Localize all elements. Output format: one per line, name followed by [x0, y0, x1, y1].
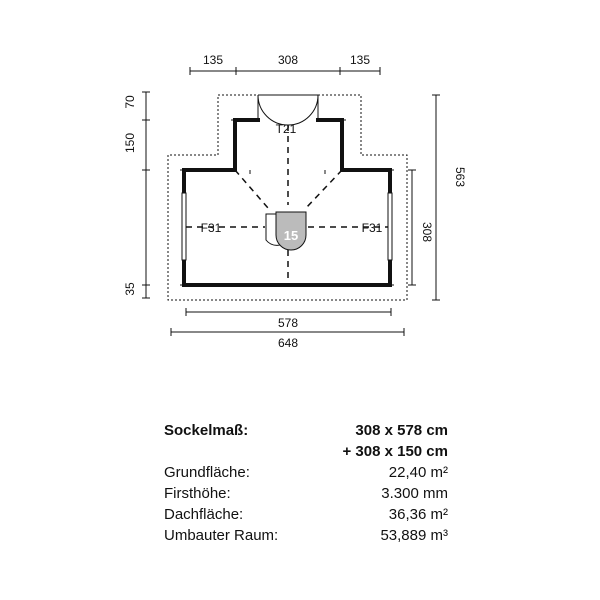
dim-bottom-outer: 648 — [278, 336, 298, 350]
spec-label: Grundfläche: — [164, 464, 250, 481]
stove-symbol: 15 — [265, 211, 307, 251]
spec-value: 53,889 m³ — [380, 527, 448, 544]
spec-value: + 308 x 150 cm — [342, 443, 448, 460]
roof-outline — [167, 94, 408, 301]
spec-label: Firsthöhe: — [164, 485, 231, 502]
dim-top — [189, 67, 381, 75]
dim-left — [142, 91, 150, 299]
walls — [182, 118, 392, 287]
window-left-label: F31 — [201, 221, 222, 235]
dim-right-inner-line — [408, 169, 416, 286]
dim-bottom-inner: 578 — [278, 316, 298, 330]
door-t21 — [257, 94, 319, 126]
spec-row-dachflaeche: Dachfläche: 36,36 m² — [164, 504, 448, 525]
roof-lines — [186, 125, 388, 285]
dim-left-top: 70 — [123, 95, 137, 109]
wall-ticks — [180, 119, 394, 286]
dim-bottom-outer-line — [170, 328, 405, 336]
dim-bottom-inner-line — [185, 308, 392, 316]
spec-label: Dachfläche: — [164, 506, 244, 523]
spec-value: 3.300 mm — [381, 485, 448, 502]
window-left — [181, 192, 187, 261]
window-right — [387, 192, 393, 261]
floor-plan: 15 T21 F31 F31 135 308 135 70 150 35 563… — [123, 53, 467, 350]
dim-top-middle: 308 — [278, 53, 298, 67]
spec-row-sockelmass: Sockelmaß: 308 x 578 cm — [164, 420, 448, 441]
stove-number: 15 — [284, 228, 298, 243]
spec-row-grundflaeche: Grundfläche: 22,40 m² — [164, 462, 448, 483]
spec-row-umbauter-raum: Umbauter Raum: 53,889 m³ — [164, 525, 448, 546]
window-right-label: F31 — [362, 221, 383, 235]
spec-row-firsthoehe: Firsthöhe: 3.300 mm — [164, 483, 448, 504]
spec-value: 22,40 m² — [388, 464, 448, 481]
specs-table: Sockelmaß: 308 x 578 cm + 308 x 150 cm G… — [164, 420, 448, 546]
spec-value: 308 x 578 cm — [355, 422, 448, 439]
spec-label: Sockelmaß: — [164, 422, 249, 439]
door-label: T21 — [276, 122, 297, 136]
spec-row-sockelmass-extra: + 308 x 150 cm — [164, 441, 448, 462]
dim-right-inner: 308 — [420, 222, 434, 242]
dim-left-middle: 150 — [123, 133, 137, 153]
dim-right-outer-line — [432, 94, 440, 301]
dim-top-left: 135 — [203, 53, 223, 67]
spec-value: 36,36 m² — [388, 506, 448, 523]
dim-left-bottom: 35 — [123, 282, 137, 296]
dim-top-right: 135 — [350, 53, 370, 67]
dim-right-outer: 563 — [453, 167, 467, 187]
spec-label: Umbauter Raum: — [164, 527, 279, 544]
